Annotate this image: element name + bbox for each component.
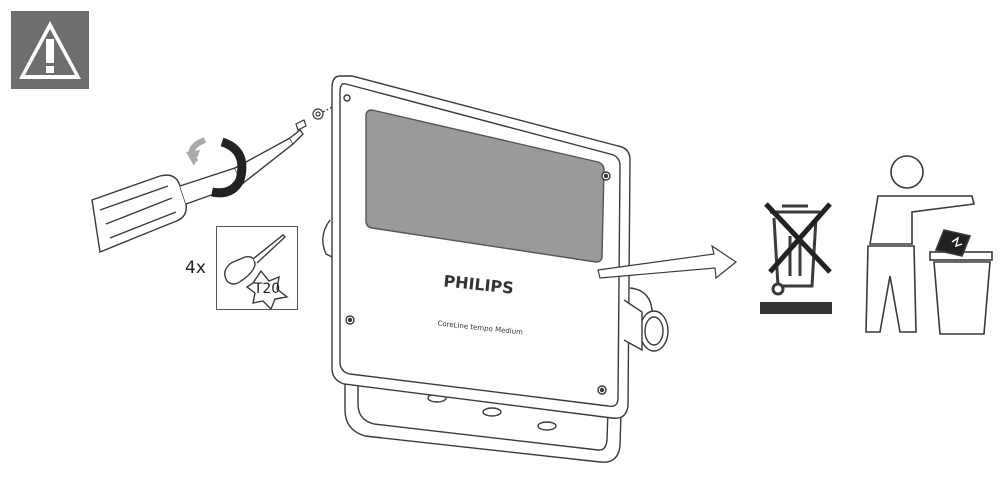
torx-size-label: T20: [253, 281, 280, 297]
tool-box: T20: [216, 226, 298, 311]
warning-triangle-icon: [19, 21, 81, 79]
quantity-label: 4x: [185, 258, 206, 278]
floodlight-fixture: [322, 75, 669, 463]
person-disposing-icon: [865, 155, 975, 333]
arrow-right-icon: [597, 244, 738, 280]
warning-box: [11, 11, 89, 89]
trash-can-icon: [929, 229, 993, 335]
rotate-arrow-icon: [186, 137, 247, 198]
crossed-bin-icon: [760, 202, 832, 314]
torx-tool-icon: T20: [224, 234, 289, 311]
